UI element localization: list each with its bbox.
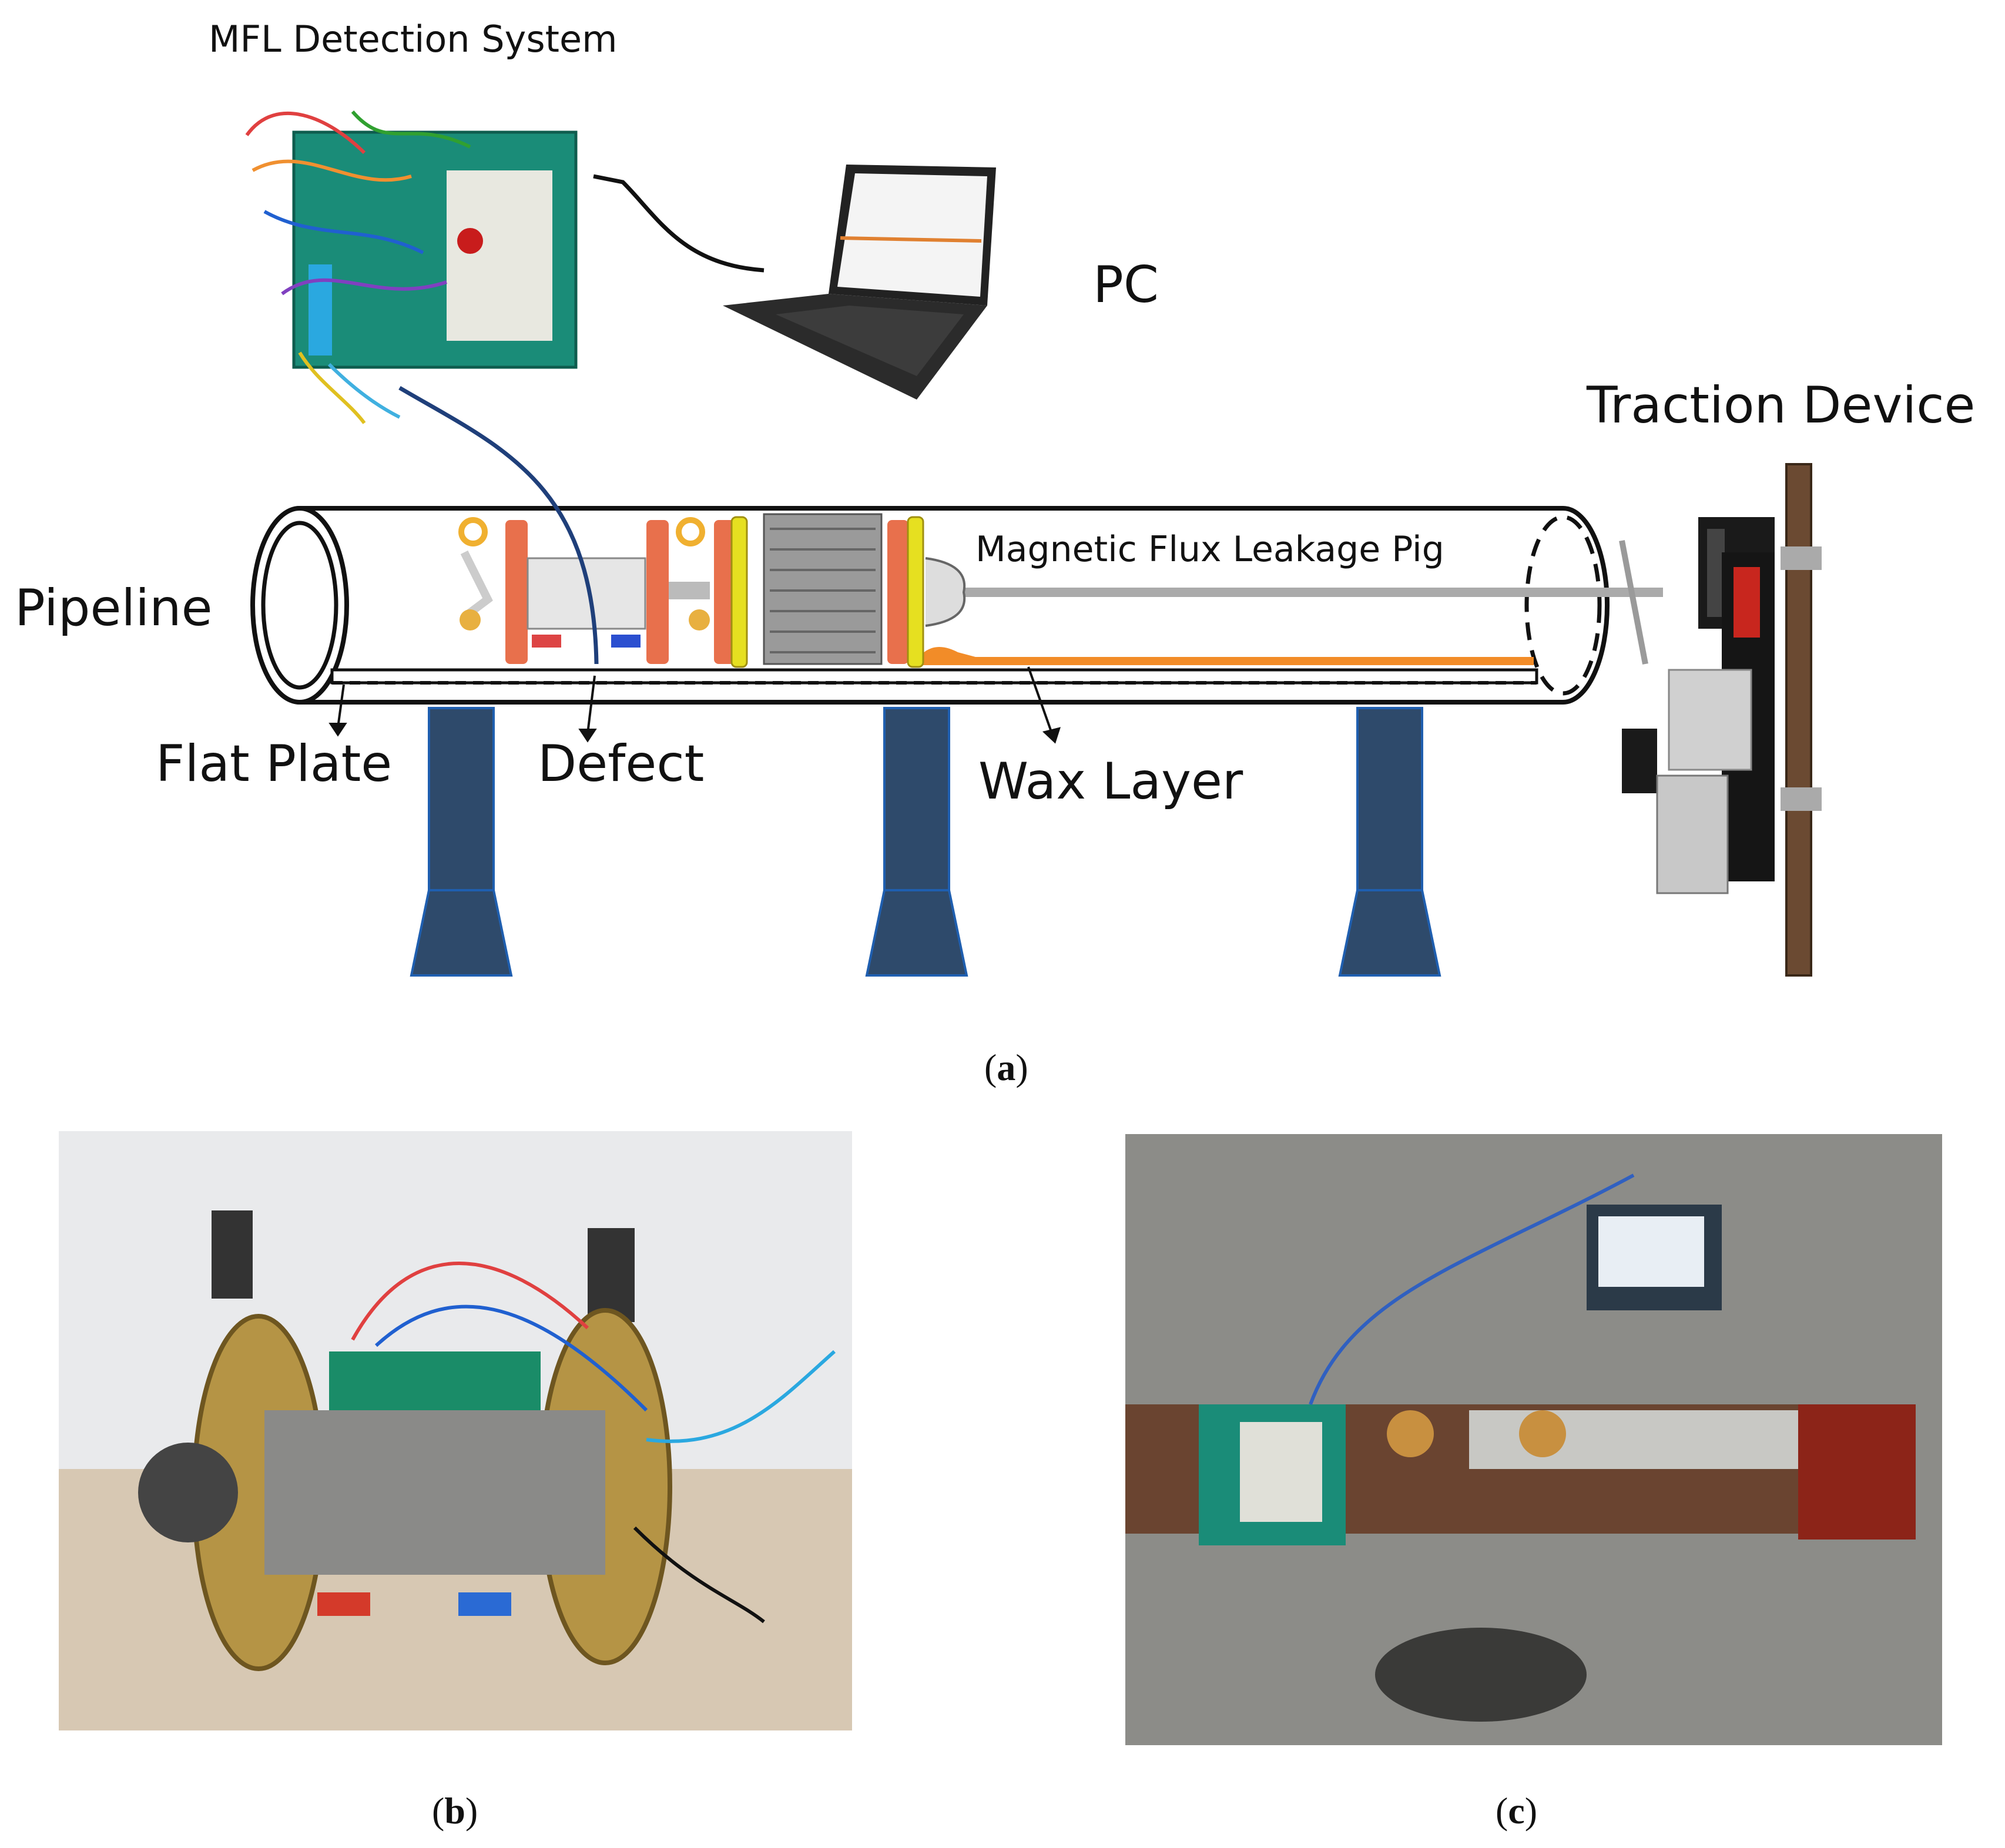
mfl-detection-system-label: MFL Detection System — [209, 18, 618, 61]
mfl-pig-label: Magnetic Flux Leakage Pig — [975, 529, 1444, 570]
wax-layer-label: Wax Layer — [978, 752, 1243, 811]
caption-c: (c) — [1496, 1790, 1538, 1832]
defect-label: Defect — [538, 734, 705, 793]
mfl-board — [245, 110, 578, 424]
laptop-icon — [723, 165, 996, 400]
photo-b — [59, 1131, 852, 1730]
caption-b: (b) — [432, 1790, 478, 1832]
pc-label: PC — [1093, 256, 1159, 314]
caption-a-letter: a — [997, 1047, 1016, 1088]
flat-plate-label: Flat Plate — [156, 734, 393, 793]
pipeline-label: Pipeline — [15, 579, 213, 638]
pipe-supports — [410, 707, 1441, 977]
traction-device-label: Traction Device — [1587, 376, 1976, 435]
wax-layer — [914, 647, 1534, 665]
signal-cable — [398, 385, 599, 665]
annotation-arrows — [328, 666, 1061, 744]
traction-device — [1619, 463, 1822, 977]
mfl-pig — [458, 513, 966, 668]
caption-b-letter: b — [444, 1790, 465, 1832]
photo-c — [1125, 1134, 1942, 1745]
caption-a: (a) — [984, 1047, 1028, 1088]
caption-c-letter: c — [1508, 1790, 1525, 1832]
usb-cable — [593, 174, 765, 273]
